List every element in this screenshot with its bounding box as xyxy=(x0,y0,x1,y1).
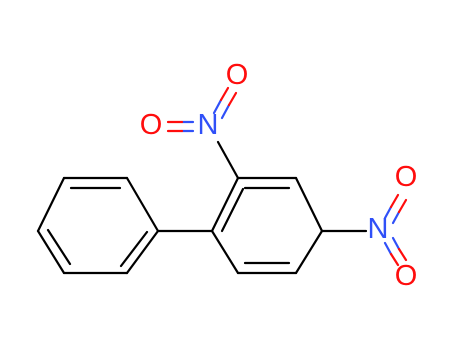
atom-n-top: N xyxy=(198,109,219,141)
bonds xyxy=(36,140,368,275)
bond-ring2-1 xyxy=(210,176,240,233)
bond-n1-o2-b xyxy=(220,103,231,120)
atom-o-right-upper: O xyxy=(395,161,418,193)
bond-ring2-4 xyxy=(294,229,324,275)
bond-phenyl-5 xyxy=(36,229,66,275)
bond-phenyl-5-inner xyxy=(46,228,72,266)
bond-n2-o3-b-red xyxy=(397,198,408,214)
atom-o-top-left: O xyxy=(140,109,163,141)
bond-n2-o4-a-red xyxy=(389,252,400,267)
nitro-bonds xyxy=(166,86,408,267)
bond-phenyl-2 xyxy=(125,176,160,233)
bond-n2-o3-b xyxy=(391,210,401,225)
bond-ring2-1-inner xyxy=(220,187,245,233)
bond-n2-o3-a-red xyxy=(389,193,400,209)
bond-ring2-6 xyxy=(210,229,240,275)
bond-phenyl-6 xyxy=(36,176,66,233)
bond-ring2-3 xyxy=(294,176,324,233)
atom-o-right-lower: O xyxy=(395,260,418,292)
atom-n-right: N xyxy=(368,213,389,245)
bond-n1-o2-a-red xyxy=(219,86,230,102)
bond-n1-o2-a xyxy=(212,98,223,115)
atom-labels: O N O N O O xyxy=(140,59,418,292)
bond-n2-o3-a xyxy=(383,205,393,220)
bond-n1-o2-b-red xyxy=(227,91,238,107)
bond-n2-o4-b-red xyxy=(397,247,408,262)
atom-o-top-right: O xyxy=(226,59,249,91)
bond-n2-o4-a xyxy=(383,241,393,256)
bond-phenyl-3-inner xyxy=(119,230,149,268)
bond-c-n-top xyxy=(216,140,240,180)
bond-n2-o4-b xyxy=(391,236,401,251)
bond-phenyl-3 xyxy=(125,229,160,275)
